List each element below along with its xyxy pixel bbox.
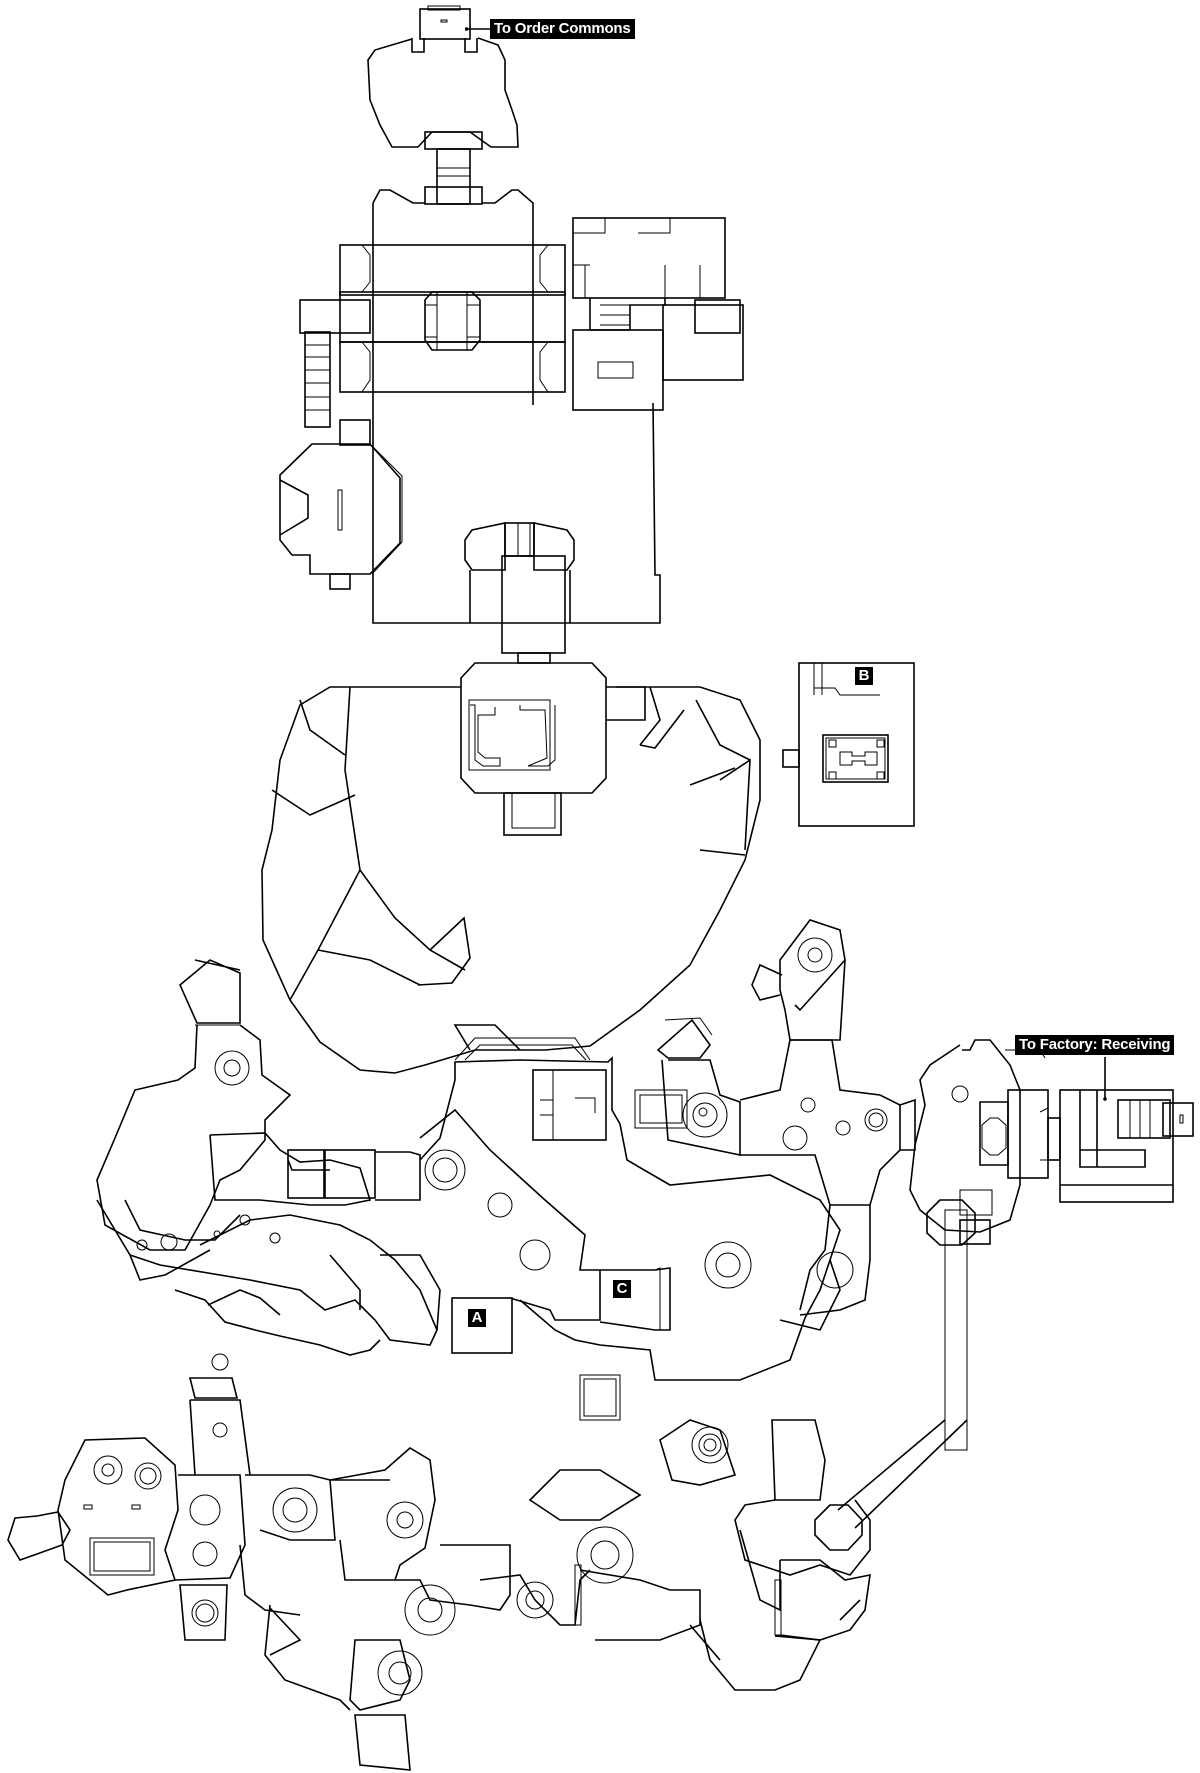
- west-caves: [96, 959, 441, 1356]
- marker-a: A: [468, 1309, 486, 1327]
- central-caves: [419, 1037, 841, 1381]
- hall-south-pillars: [464, 522, 575, 664]
- far-east-rooms: [814, 1039, 1194, 1551]
- exit-label-order-commons: To Order Commons: [490, 19, 635, 39]
- big-cave: [261, 662, 761, 1074]
- marker-c: C: [613, 1280, 631, 1298]
- exit-pointer-factory-receiving: [1103, 1057, 1107, 1101]
- east-caves: [656, 919, 916, 1316]
- marker-b: B: [855, 667, 873, 685]
- main-hall: [299, 189, 661, 624]
- right-annex: [572, 217, 744, 411]
- entry-room: [367, 5, 519, 205]
- octagon-room: [279, 443, 403, 590]
- southwest-caves: [7, 1353, 390, 1711]
- south-central-caves: [329, 1374, 737, 1771]
- exit-pointer-order-commons: [465, 27, 495, 31]
- b-room: [782, 662, 915, 827]
- southeast-caves: [689, 1419, 871, 1691]
- northwest-caves: [194, 959, 330, 1171]
- exit-label-factory-receiving: To Factory: Receiving: [1015, 1035, 1175, 1055]
